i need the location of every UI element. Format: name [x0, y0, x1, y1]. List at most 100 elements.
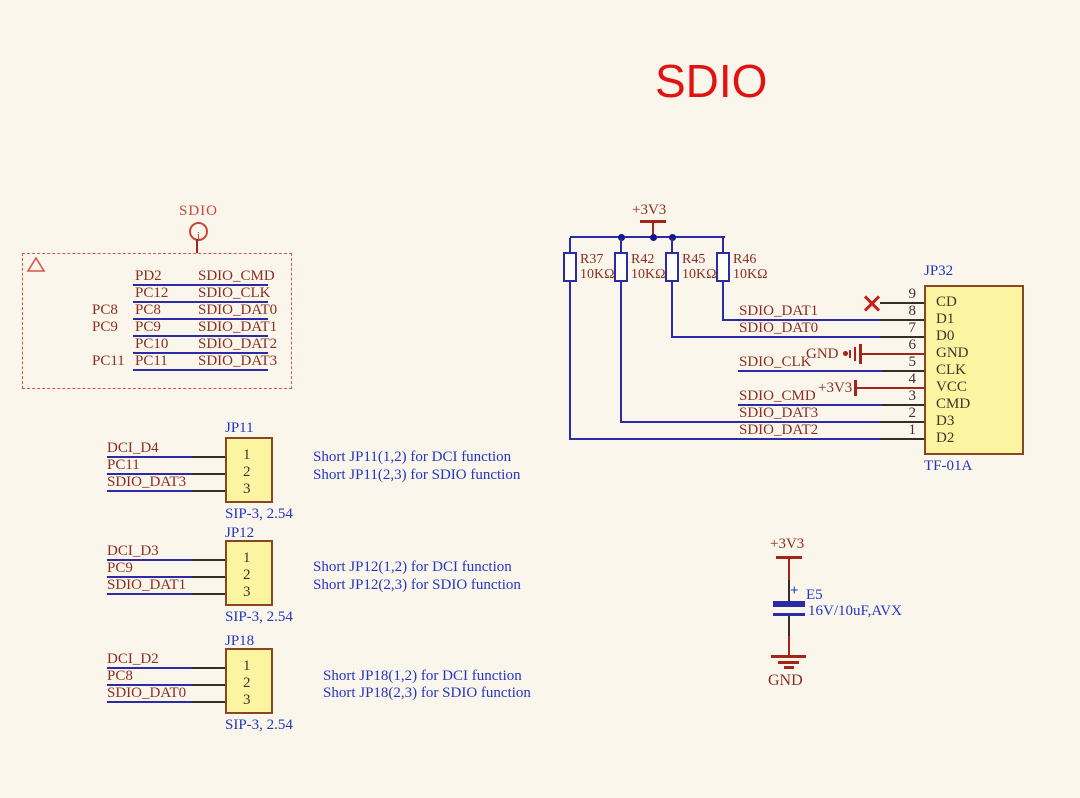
net-wire-sdio-cmd	[738, 404, 882, 406]
port-ext-label: PC11	[92, 353, 125, 369]
pin-name: GND	[936, 345, 969, 361]
pin-name: CLK	[936, 362, 966, 378]
power-drop-wire	[652, 223, 654, 237]
pin-stub	[192, 473, 225, 475]
pin-name: D3	[936, 413, 955, 429]
port-ext-label: PC9	[92, 319, 118, 335]
cap-plate-bottom-icon	[773, 613, 805, 616]
resistor-stub	[671, 238, 673, 252]
jumper-body	[225, 540, 273, 606]
net-wire-sdio-dat0	[671, 336, 882, 338]
junction-dot	[650, 234, 657, 241]
jumper-package: SIP-3, 2.54	[225, 717, 293, 733]
triangle-icon	[26, 256, 46, 272]
pin-number: 2	[908, 405, 917, 421]
net-label: DCI_D3	[107, 543, 159, 559]
pin-name: D2	[936, 430, 955, 446]
pin-stub	[192, 684, 225, 686]
pin-stub	[192, 490, 225, 492]
port-ext-label: PC8	[92, 302, 118, 318]
pin-stub	[192, 456, 225, 458]
pin-name: CD	[936, 294, 957, 310]
pin-name: VCC	[936, 379, 967, 395]
pin-name: D1	[936, 311, 955, 327]
port-wire	[133, 318, 268, 320]
jumper-package: SIP-3, 2.54	[225, 609, 293, 625]
pin-stub	[192, 593, 225, 595]
pin-stub-9	[880, 302, 924, 304]
power-bus-wire	[570, 236, 725, 238]
cap-ref: E5	[806, 587, 823, 603]
net-label: SDIO_DAT1	[107, 577, 187, 593]
jumper-body	[225, 648, 273, 714]
connector-body	[924, 285, 1024, 455]
jumper-pin-number: 2	[243, 464, 251, 480]
net-label: PC9	[107, 560, 133, 576]
gnd-bar-icon	[849, 350, 851, 358]
connector-ref: JP32	[924, 263, 954, 279]
gnd-label: GND	[806, 346, 839, 362]
pin-stub-2	[880, 421, 924, 423]
net-wire-sdio-dat2	[569, 438, 882, 440]
net-label: PC8	[107, 668, 133, 684]
net-label: SDIO_DAT2	[739, 422, 819, 438]
net-wire-sdio-dat1	[722, 319, 882, 321]
net-wire	[107, 667, 192, 669]
port-net: SDIO_DAT3	[198, 353, 278, 369]
net-wire	[107, 473, 192, 475]
resistor-down-wire	[620, 282, 622, 422]
net-wire	[107, 684, 192, 686]
jumper-note: Short JP18(1,2) for DCI function	[323, 668, 522, 684]
jumper-pin-number: 1	[243, 658, 251, 674]
cap-plate-top-icon	[773, 601, 805, 607]
resistor-down-wire	[722, 282, 724, 320]
pin-number: 4	[908, 371, 917, 387]
resistor-ref: R46	[733, 252, 757, 267]
net-wire-sdio-dat3	[620, 421, 882, 423]
net-label: SDIO_DAT0	[739, 320, 819, 336]
pin-wire-vcc	[856, 387, 924, 389]
port-net: SDIO_DAT0	[198, 302, 278, 318]
port-pin: PC10	[135, 336, 169, 352]
pin-number: 6	[908, 337, 917, 353]
jumper-pin-number: 3	[243, 481, 251, 497]
port-net: SDIO_DAT1	[198, 319, 278, 335]
jumper-pin-number: 2	[243, 567, 251, 583]
net-wire	[107, 593, 192, 595]
power-bar-icon	[640, 220, 666, 223]
junction-dot	[669, 234, 676, 241]
pin-stub-3	[880, 404, 924, 406]
resistor-value: 10KΩ	[733, 267, 768, 282]
port-wire	[133, 369, 268, 371]
jumper-note: Short JP12(1,2) for DCI function	[313, 559, 512, 575]
cap-wire	[788, 559, 790, 580]
net-label: SDIO_CMD	[739, 388, 816, 404]
gnd-bar-icon	[771, 655, 806, 658]
port-wire	[133, 301, 268, 303]
pin-stub-5	[880, 370, 924, 372]
jumper-note: Short JP11(2,3) for SDIO function	[313, 467, 521, 483]
resistor-ref: R45	[682, 252, 706, 267]
net-label: SDIO_DAT3	[107, 474, 187, 490]
net-wire-sdio-clk	[738, 370, 882, 372]
power-label: +3V3	[770, 536, 805, 552]
pin-wire-gnd	[862, 353, 924, 355]
port-circle-icon: i	[189, 222, 208, 242]
net-wire	[107, 701, 192, 703]
pin-name: CMD	[936, 396, 971, 412]
cap-wire	[788, 636, 790, 656]
resistor-body-r37	[563, 252, 577, 282]
net-wire	[107, 456, 192, 458]
net-label: DCI_D4	[107, 440, 159, 456]
port-pin: PC9	[135, 319, 161, 335]
resistor-down-wire	[671, 282, 673, 337]
cap-value: 16V/10uF,AVX	[808, 603, 902, 619]
junction-dot	[618, 234, 625, 241]
resistor-stub	[722, 238, 724, 252]
pin-number: 8	[908, 303, 917, 319]
port-symbol: i	[196, 230, 201, 242]
jumper-pin-number: 3	[243, 584, 251, 600]
jumper-package: SIP-3, 2.54	[225, 506, 293, 522]
gnd-bar-icon	[778, 661, 799, 664]
jumper-pin-number: 1	[243, 550, 251, 566]
